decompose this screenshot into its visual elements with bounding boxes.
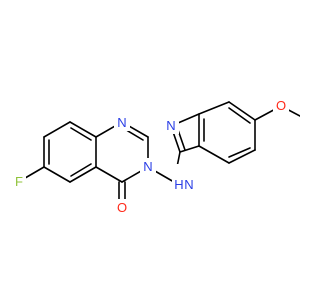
atom-methoxy-oxygen: O <box>276 98 286 113</box>
atom-nh-nitrogen: N <box>184 177 193 192</box>
atom-nh-hydrogen: H <box>174 177 183 192</box>
bond <box>228 101 256 121</box>
atom-imine-nitrogen: N <box>166 118 175 133</box>
bond <box>70 127 92 141</box>
atom-n3: N <box>143 159 152 174</box>
bond <box>69 121 97 138</box>
bond <box>198 145 230 164</box>
atom-n1: N <box>117 115 126 130</box>
atom-fluorine: F <box>15 174 23 189</box>
atom-labels: N N F O N H N O <box>15 98 286 215</box>
bonds <box>19 101 300 207</box>
atom-carbonyl-oxygen: O <box>117 200 127 215</box>
bond <box>228 149 256 164</box>
molecule-structure-diagram: N N F O N H N O <box>12 97 300 216</box>
bond <box>198 101 230 115</box>
bond <box>95 166 123 183</box>
bond <box>43 166 71 183</box>
bond <box>69 166 97 183</box>
bond <box>43 121 71 138</box>
bond <box>70 163 92 177</box>
bond <box>228 107 251 124</box>
atom-label-masks <box>12 97 289 216</box>
bond <box>228 147 251 158</box>
bond <box>179 145 200 153</box>
